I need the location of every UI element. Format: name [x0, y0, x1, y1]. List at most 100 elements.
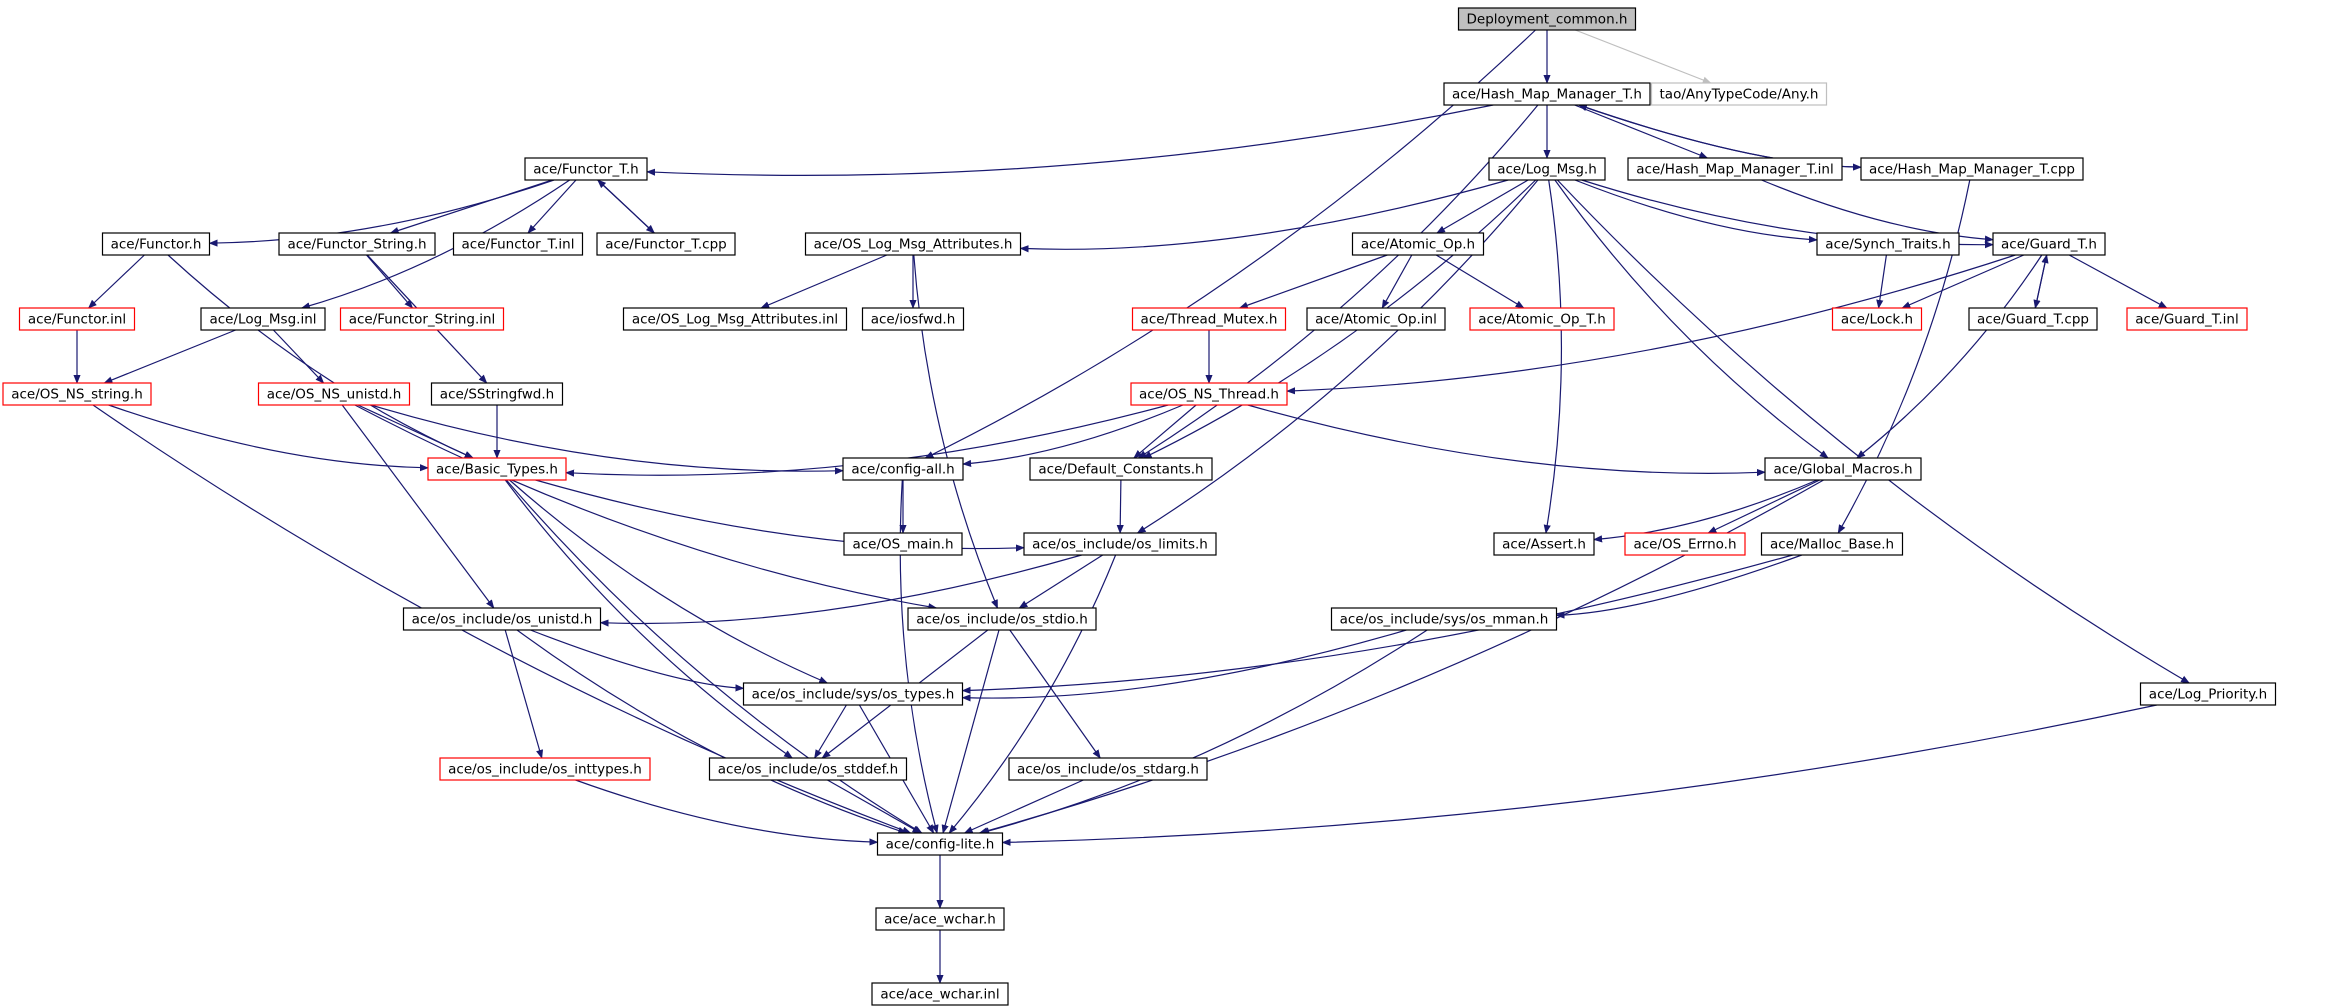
node-ace-wchar-inl[interactable]: ace/ace_wchar.inl [871, 982, 1009, 1006]
node-functor-h[interactable]: ace/Functor.h [101, 232, 211, 256]
edge-global_macros_h-to-os_errno_h [1707, 479, 1821, 534]
edge-guard_t_h-to-guard_t_inl [2068, 254, 2168, 309]
node-box [2139, 682, 2277, 706]
node-deployment-common[interactable]: Deployment_common.h [1457, 7, 1637, 31]
node-functor-t-h[interactable]: ace/Functor_T.h [524, 157, 648, 181]
node-box [2126, 307, 2248, 331]
edge-config_all_h-to-config_lite_h [899, 479, 939, 834]
node-config-all-h[interactable]: ace/config-all.h [842, 457, 964, 481]
node-label: Deployment_common.h [1467, 12, 1628, 28]
node-guard-t-h[interactable]: ace/Guard_T.h [1992, 232, 2106, 256]
node-any-h[interactable]: tao/AnyTypeCode/Any.h [1650, 82, 1828, 106]
node-lock-h[interactable]: ace/Lock.h [1831, 307, 1923, 331]
node-box [430, 382, 564, 406]
node-box [1624, 532, 1746, 556]
node-os-limits-h[interactable]: ace/os_include/os_limits.h [1023, 532, 1217, 556]
node-basic-types-h[interactable]: ace/Basic_Types.h [427, 457, 567, 481]
node-label: ace/os_include/os_unistd.h [412, 612, 593, 628]
node-os-stddef-h[interactable]: ace/os_include/os_stddef.h [708, 757, 908, 781]
edge-atomic_op_h-to-atomic_op_t_h [1435, 254, 1525, 309]
node-iosfwd-h[interactable]: ace/iosfwd.h [861, 307, 965, 331]
node-hash-map-manager-t-inl[interactable]: ace/Hash_Map_Manager_T.inl [1627, 157, 1843, 181]
node-functor-inl[interactable]: ace/Functor.inl [18, 307, 136, 331]
node-box [200, 307, 326, 331]
node-label: ace/Functor_T.inl [462, 237, 575, 253]
edge-os_unistd_h-to-os_inttypes_h [504, 629, 544, 759]
node-default-constants-h[interactable]: ace/Default_Constants.h [1029, 457, 1213, 481]
node-label: ace/os_include/os_stddef.h [718, 762, 898, 778]
node-label: tao/AnyTypeCode/Any.h [1660, 87, 1819, 103]
node-os-mman-h[interactable]: ace/os_include/sys/os_mman.h [1330, 607, 1558, 631]
node-log-msg-h[interactable]: ace/Log_Msg.h [1488, 157, 1606, 181]
node-box [1627, 157, 1843, 181]
node-os-main-h[interactable]: ace/OS_main.h [843, 532, 963, 556]
node-os-ns-unistd-h[interactable]: ace/OS_NS_unistd.h [257, 382, 411, 406]
node-log-msg-inl[interactable]: ace/Log_Msg.inl [200, 307, 326, 331]
node-box [1008, 757, 1208, 781]
node-ace-wchar-h[interactable]: ace/ace_wchar.h [875, 907, 1005, 931]
node-label: ace/config-all.h [851, 462, 954, 478]
node-guard-t-cpp[interactable]: ace/Guard_T.cpp [1968, 307, 2098, 331]
edge-os_unistd_h-to-os_types_h [530, 629, 745, 692]
node-box [1029, 457, 1213, 481]
node-global-macros-h[interactable]: ace/Global_Macros.h [1764, 457, 1922, 481]
node-label: ace/Assert.h [1502, 537, 1586, 553]
node-box [742, 682, 964, 706]
node-thread-mutex-h[interactable]: ace/Thread_Mutex.h [1131, 307, 1287, 331]
edge-log_msg_h-to-synch_traits_h [1574, 179, 1818, 244]
node-label: ace/Atomic_Op_T.h [1478, 312, 1606, 328]
node-functor-string-h[interactable]: ace/Functor_String.h [278, 232, 436, 256]
node-functor-string-inl[interactable]: ace/Functor_String.inl [339, 307, 505, 331]
node-label: ace/OS_main.h [852, 537, 953, 553]
node-box [1130, 382, 1288, 406]
node-label: ace/Default_Constants.h [1038, 462, 1203, 478]
node-atomic-op-t-h[interactable]: ace/Atomic_Op_T.h [1469, 307, 1615, 331]
node-sstringfwd-h[interactable]: ace/SStringfwd.h [430, 382, 564, 406]
node-label: ace/Functor_T.h [533, 162, 638, 178]
node-box [439, 757, 651, 781]
edge-malloc_base_h-to-os_types_h [961, 554, 1793, 694]
node-os-types-h[interactable]: ace/os_include/sys/os_types.h [742, 682, 964, 706]
edge-log_msg_h-to-os_log_msg_attributes_h [1019, 179, 1509, 253]
node-config-lite-h[interactable]: ace/config-lite.h [876, 832, 1004, 856]
node-label: ace/os_include/os_inttypes.h [448, 762, 642, 778]
edge-basic_types_h-to-os_stddef_h [504, 479, 793, 759]
edge-hash_map_manager_t_inl-to-guard_t_h [1761, 179, 1994, 243]
node-os-errno-h[interactable]: ace/OS_Errno.h [1624, 532, 1746, 556]
node-label: ace/Basic_Types.h [436, 462, 558, 478]
node-box [427, 457, 567, 481]
node-os-log-msg-attributes-h[interactable]: ace/OS_Log_Msg_Attributes.h [804, 232, 1022, 256]
node-atomic-op-h[interactable]: ace/Atomic_Op.h [1351, 232, 1485, 256]
edge-os_stdio_h-to-os_stdarg_h [1009, 629, 1101, 759]
node-os-stdarg-h[interactable]: ace/os_include/os_stdarg.h [1008, 757, 1208, 781]
node-os-unistd-h[interactable]: ace/os_include/os_unistd.h [402, 607, 602, 631]
node-box [622, 307, 848, 331]
node-box [1968, 307, 2098, 331]
node-box [257, 382, 411, 406]
node-guard-t-inl[interactable]: ace/Guard_T.inl [2126, 307, 2248, 331]
node-functor-t-cpp[interactable]: ace/Functor_T.cpp [596, 232, 736, 256]
node-label: ace/ace_wchar.h [884, 912, 996, 928]
node-hash-map-manager-t-cpp[interactable]: ace/Hash_Map_Manager_T.cpp [1860, 157, 2084, 181]
node-os-ns-string-h[interactable]: ace/OS_NS_string.h [2, 382, 152, 406]
node-box [1131, 307, 1287, 331]
node-label: ace/Guard_T.inl [2135, 312, 2238, 328]
node-label: ace/SStringfwd.h [440, 387, 554, 403]
node-os-stdio-h[interactable]: ace/os_include/os_stdio.h [907, 607, 1097, 631]
node-malloc-base-h[interactable]: ace/Malloc_Base.h [1760, 532, 1904, 556]
edge-basic_types_h-to-config_lite_h [505, 479, 923, 834]
node-label: ace/OS_Errno.h [1633, 537, 1736, 553]
nodes-layer: Deployment_common.h ace/Hash_Map_Manager_… [2, 7, 2277, 1006]
node-box [1493, 532, 1595, 556]
node-assert-h[interactable]: ace/Assert.h [1493, 532, 1595, 556]
edge-os_mman_h-to-config_lite_h [980, 629, 1428, 835]
node-log-priority-h[interactable]: ace/Log_Priority.h [2139, 682, 2277, 706]
node-hash-map-manager-t-h[interactable]: ace/Hash_Map_Manager_T.h [1443, 82, 1651, 106]
node-os-log-msg-attributes-inl[interactable]: ace/OS_Log_Msg_Attributes.inl [622, 307, 848, 331]
node-os-ns-thread-h[interactable]: ace/OS_NS_Thread.h [1130, 382, 1288, 406]
node-atomic-op-inl[interactable]: ace/Atomic_Op.inl [1306, 307, 1446, 331]
node-synch-traits-h[interactable]: ace/Synch_Traits.h [1816, 232, 1960, 256]
node-box [1650, 82, 1828, 106]
node-os-inttypes-h[interactable]: ace/os_include/os_inttypes.h [439, 757, 651, 781]
node-functor-t-inl[interactable]: ace/Functor_T.inl [452, 232, 584, 256]
